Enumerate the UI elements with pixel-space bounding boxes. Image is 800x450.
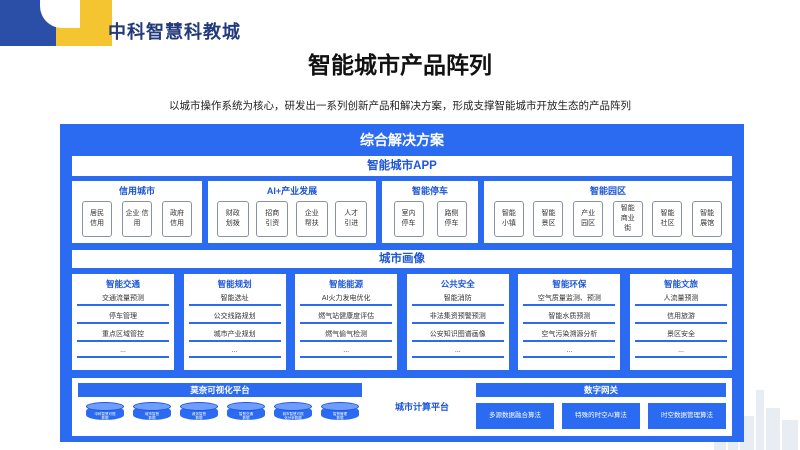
portrait-column-5: 智能环保空气质量监测、预测智能水质预测空气污染溯源分析...	[518, 274, 621, 370]
app-chip[interactable]: 智能 小镇	[493, 201, 524, 237]
portrait-item[interactable]: 燃气偷气检测	[300, 330, 393, 342]
app-group-1: 信用城市居民 信用企业 信 用政府 信用	[72, 181, 202, 243]
portrait-more: ...	[300, 347, 393, 358]
disc-top	[227, 402, 265, 411]
data-disc: 政务智慧 数据	[180, 402, 218, 424]
disc-top	[86, 402, 124, 411]
data-disc: 城市智慧可视 化分析数据	[274, 402, 312, 424]
app-chip[interactable]: 人才 引进	[335, 201, 368, 237]
page-subtitle: 以城市操作系统为核心，研发出一系列创新产品和解决方案，形成支撑智能城市开放生态的…	[169, 100, 631, 112]
app-chip[interactable]: 企业 信 用	[122, 201, 152, 237]
disc-top	[133, 402, 171, 411]
portrait-column-title: 智能文旅	[663, 279, 698, 289]
visualization-platform-header: 莫奈可视化平台	[78, 383, 362, 397]
portrait-item[interactable]: 交通流量预测	[77, 294, 169, 306]
disc-top	[274, 402, 312, 411]
portrait-more: ...	[523, 347, 616, 358]
portrait-bar: 城市画像	[72, 250, 732, 268]
app-group-title: 信用城市	[118, 186, 155, 196]
app-group-3: 智能停车室内 停车路侧 停车	[382, 181, 478, 243]
portrait-item[interactable]: AI火力发电优化	[300, 294, 393, 306]
portrait-more: ...	[188, 347, 281, 358]
portrait-item[interactable]: 非法集资预警预测	[411, 312, 504, 324]
disc-label: 智慧管理 数据	[333, 412, 347, 420]
portrait-item[interactable]: 智能选址	[188, 294, 281, 306]
disc-label: 中科智慧可视 数据	[94, 412, 116, 420]
portrait-item[interactable]: 景区安全	[635, 330, 727, 342]
app-chip[interactable]: 智能 景区	[533, 201, 564, 237]
digital-gateway-header: 数字网关	[476, 383, 726, 397]
app-chip[interactable]: 招商 引资	[256, 201, 289, 237]
portrait-column-title: 智能能源	[329, 279, 364, 289]
app-chip[interactable]: 财政 划拨	[216, 201, 249, 237]
app-chip[interactable]: 室内 停车	[393, 201, 424, 237]
portrait-column-6: 智能文旅人流量预测信用旅游景区安全...	[630, 274, 732, 370]
data-disc: 智慧管理 数据	[321, 402, 359, 424]
app-group-title: 智能停车	[411, 186, 448, 196]
platform-layer: 莫奈可视化平台 中科智慧可视 数据 城市智慧 数据 政务智慧 数据 智慧交通 数据 城市…	[72, 378, 732, 436]
portrait-item[interactable]: 空气质量监测、预测	[523, 294, 616, 306]
algorithm-box[interactable]: 时空数据管理算法	[648, 403, 726, 429]
portrait-item[interactable]: 公安知识图谱画像	[411, 330, 504, 342]
app-chip[interactable]: 智能 社区	[652, 201, 683, 237]
portrait-column-title: 公共安全	[440, 279, 475, 289]
app-chip[interactable]: 智能 商业 街	[612, 201, 643, 237]
disc-top	[321, 402, 359, 411]
app-bar: 智能城市APP	[72, 156, 732, 176]
portrait-column-4: 公共安全智能消防非法集资预警预测公安知识图谱画像...	[406, 274, 509, 370]
app-chip[interactable]: 路侧 停车	[436, 201, 467, 237]
portrait-column-title: 智能环保	[552, 279, 587, 289]
disc-label: 城市智慧 数据	[145, 412, 159, 420]
solution-panel-title: 综合解决方案	[360, 132, 444, 148]
algorithm-row: 多源数据融合算法特殊的时空AI算法时空数据管理算法	[476, 403, 726, 429]
portrait-column-title: 智能规划	[217, 279, 252, 289]
portrait-column-3: 智能能源 AI火力发电优化燃气站健康度评估燃气偷气检测...	[295, 274, 398, 370]
algorithm-box[interactable]: 多源数据融合算法	[476, 403, 554, 429]
portrait-more: ...	[77, 347, 169, 358]
portrait-item[interactable]: 智能水质预测	[523, 312, 616, 324]
data-disc: 智慧交通 数据	[227, 402, 265, 424]
portrait-column-1: 智能交通交通流量预测停车管理重点区域管控...	[72, 274, 174, 370]
disc-label: 城市智慧可视 化分析数据	[282, 412, 304, 420]
portrait-item[interactable]: 燃气站健康度评估	[300, 312, 393, 324]
compute-platform-label: 城市计算平台	[394, 402, 449, 412]
portrait-item[interactable]: 空气污染溯源分析	[523, 330, 616, 342]
brand-title: 中科智慧科教城	[108, 22, 241, 42]
portrait-item[interactable]: 信用旅游	[635, 312, 727, 324]
portrait-item[interactable]: 人流量预测	[635, 294, 727, 306]
portrait-more: ...	[635, 347, 727, 358]
portrait-item[interactable]: 重点区域管控	[77, 330, 169, 342]
app-group-title: AI+产业发展	[266, 186, 318, 196]
disc-label: 政务智慧 数据	[192, 412, 206, 420]
app-group-4: 智能园区智能 小镇智能 景区产业 园区智能 商业 街智能 社区智能 展馆	[484, 181, 732, 243]
disc-top	[180, 402, 218, 411]
portrait-item[interactable]: 智能消防	[411, 294, 504, 306]
app-chip[interactable]: 企业 帮扶	[295, 201, 328, 237]
portrait-item[interactable]: 停车管理	[77, 312, 169, 324]
page-title: 智能城市产品阵列	[308, 52, 492, 78]
data-disc-row: 中科智慧可视 数据 城市智慧 数据 政务智慧 数据 智慧交通 数据 城市智慧可视 化分析…	[78, 402, 368, 432]
algorithm-box[interactable]: 特殊的时空AI算法	[562, 403, 640, 429]
app-chip[interactable]: 智能 展馆	[692, 201, 723, 237]
portrait-column-title: 智能交通	[105, 279, 140, 289]
app-chip[interactable]: 产业 园区	[573, 201, 604, 237]
disc-label: 智慧交通 数据	[239, 412, 253, 420]
portrait-item[interactable]: 公交线路规划	[188, 312, 281, 324]
app-group-2: AI+产业发展财政 划拨招商 引资企业 帮扶人才 引进	[208, 181, 376, 243]
data-disc: 城市智慧 数据	[133, 402, 171, 424]
portrait-more: ...	[411, 347, 504, 358]
app-chip[interactable]: 居民 信用	[82, 201, 112, 237]
data-disc: 中科智慧可视 数据	[86, 402, 124, 424]
app-group-title: 智能园区	[589, 186, 626, 196]
portrait-item[interactable]: 城市产业规划	[188, 330, 281, 342]
app-chip[interactable]: 政府 信用	[162, 201, 192, 237]
portrait-column-2: 智能规划智能选址公交线路规划城市产业规划...	[183, 274, 286, 370]
